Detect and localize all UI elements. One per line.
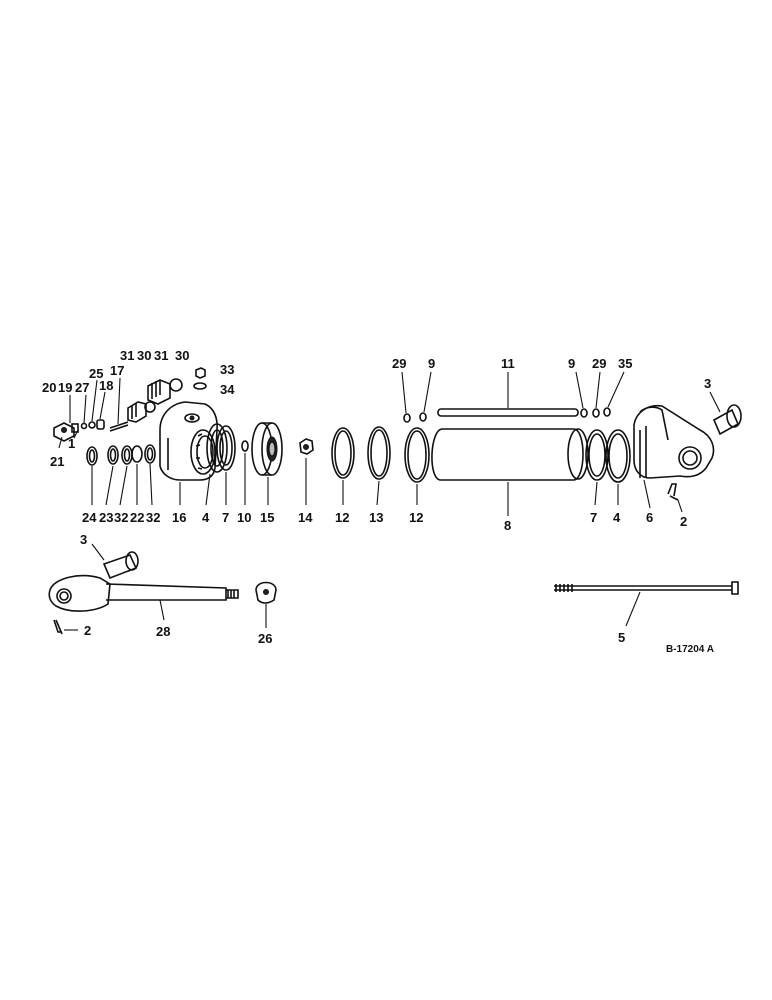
callout-4-a: 4: [202, 510, 210, 525]
callout-10: 10: [237, 510, 251, 525]
callout-12-a: 12: [335, 510, 349, 525]
callout-18: 18: [99, 378, 113, 393]
callout-19: 19: [58, 380, 72, 395]
drawing-reference: B-17204 A: [666, 644, 714, 655]
small-orings-left: [401, 371, 432, 423]
callout-30-b: 30: [175, 348, 189, 363]
backup-rings: [331, 426, 430, 506]
seal-rings-row-left: [86, 444, 181, 506]
callout-29-a: 29: [392, 356, 406, 371]
small-orings-right: [575, 371, 625, 418]
callout-34: 34: [220, 382, 235, 397]
callout-4-b: 4: [613, 510, 621, 525]
hardware-cluster-left: [53, 379, 106, 449]
callout-35: 35: [618, 356, 632, 371]
callout-15: 15: [260, 510, 274, 525]
callout-25: 25: [89, 366, 103, 381]
callout-11: 11: [501, 356, 515, 371]
callout-2-a: 2: [680, 514, 687, 529]
piston-assembly: [205, 422, 314, 506]
cylinder-barrel: [431, 372, 589, 516]
tie-rod-5: [554, 581, 739, 627]
callout-30-a: 30: [137, 348, 151, 363]
callout-14: 14: [298, 510, 313, 525]
callout-labels: 20 19 27 25 18 1 21 17 31 30 31 30 33 34…: [42, 348, 714, 655]
callout-2-b: 2: [84, 623, 91, 638]
piston-rod-assembly: [48, 543, 277, 635]
callout-31-a: 31: [120, 348, 134, 363]
callout-16: 16: [172, 510, 186, 525]
valve-fittings: [109, 367, 207, 432]
callout-8: 8: [504, 518, 511, 533]
seal-rings-right: [585, 429, 631, 506]
clevis-pin-right: [709, 391, 742, 436]
callout-26: 26: [258, 631, 272, 646]
callout-5: 5: [618, 630, 625, 645]
callout-13: 13: [369, 510, 383, 525]
callout-22: 22: [130, 510, 144, 525]
callout-3-a: 3: [704, 376, 711, 391]
callout-20: 20: [42, 380, 56, 395]
cylinder-head-16: [159, 401, 218, 481]
callout-7-a: 7: [222, 510, 229, 525]
callout-32-b: 32: [146, 510, 160, 525]
callout-28: 28: [156, 624, 170, 639]
callout-7-b: 7: [590, 510, 597, 525]
callout-23: 23: [99, 510, 113, 525]
callout-9-b: 9: [568, 356, 575, 371]
callout-32-a: 32: [114, 510, 128, 525]
callout-1: 1: [68, 436, 75, 451]
base-end-6: [633, 404, 715, 513]
callout-12-b: 12: [409, 510, 423, 525]
callout-33: 33: [220, 362, 234, 377]
callout-6: 6: [646, 510, 653, 525]
callout-29-b: 29: [592, 356, 606, 371]
callout-21: 21: [50, 454, 64, 469]
callout-9-a: 9: [428, 356, 435, 371]
callout-3-b: 3: [80, 532, 87, 547]
callout-24: 24: [82, 510, 97, 525]
callout-17: 17: [110, 363, 124, 378]
callout-27: 27: [75, 380, 89, 395]
callout-31-b: 31: [154, 348, 168, 363]
